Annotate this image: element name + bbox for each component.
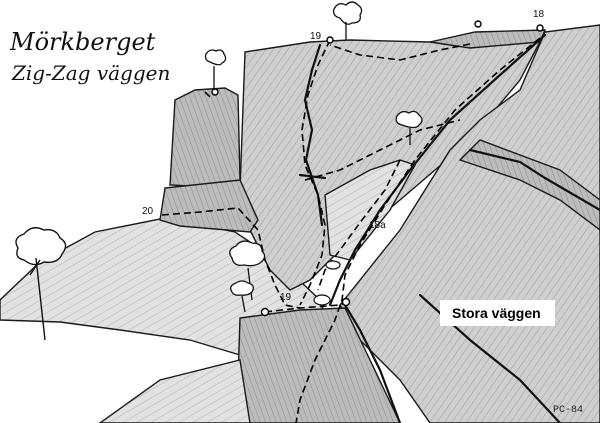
route-20 [161, 207, 301, 309]
route-18 [295, 37, 541, 423]
bottom-left-slope [98, 359, 251, 423]
belay-18-junction [341, 297, 351, 307]
map-subtitle: Zig-Zag väggen [11, 61, 170, 85]
central-crack [303, 43, 324, 227]
left-pillar [169, 87, 241, 189]
map-title: Mörkberget [9, 28, 156, 56]
tree-left-large [15, 227, 67, 341]
tree-pillar [204, 49, 227, 88]
route-label-18: 18 [533, 9, 545, 20]
tree-top-center [332, 1, 363, 40]
belay-pillar [211, 88, 219, 96]
belay-markers [211, 20, 544, 317]
boulder-junction [313, 294, 331, 306]
belay-18 [536, 24, 544, 32]
dark-right-shelf [458, 139, 600, 231]
route-label-19-top: 19 [310, 31, 322, 42]
tree-mid-right [395, 110, 423, 145]
route-top-traverse [329, 43, 471, 61]
route-label-18a: 18a [369, 220, 386, 231]
artist-signature: PC-84 [553, 405, 583, 416]
dark-shelf-edge [468, 148, 600, 212]
belay-19-top [326, 36, 334, 44]
lower-crack [343, 303, 402, 423]
tree-ledge-group [229, 240, 266, 313]
wall-label: Stora väggen [452, 305, 541, 321]
wall-label-bg [440, 300, 555, 326]
route-mid-traverse [304, 119, 461, 181]
belay-top-right [474, 20, 482, 28]
route-label-20: 20 [142, 206, 154, 217]
route-18a [317, 159, 401, 291]
boulder-mid [325, 260, 341, 270]
ledge-crack [298, 173, 327, 180]
route-19-upper [299, 39, 331, 306]
route-label-19-low: 19 [280, 292, 292, 303]
belay-19-low [260, 307, 270, 317]
pillar-base-ledge [159, 179, 259, 233]
